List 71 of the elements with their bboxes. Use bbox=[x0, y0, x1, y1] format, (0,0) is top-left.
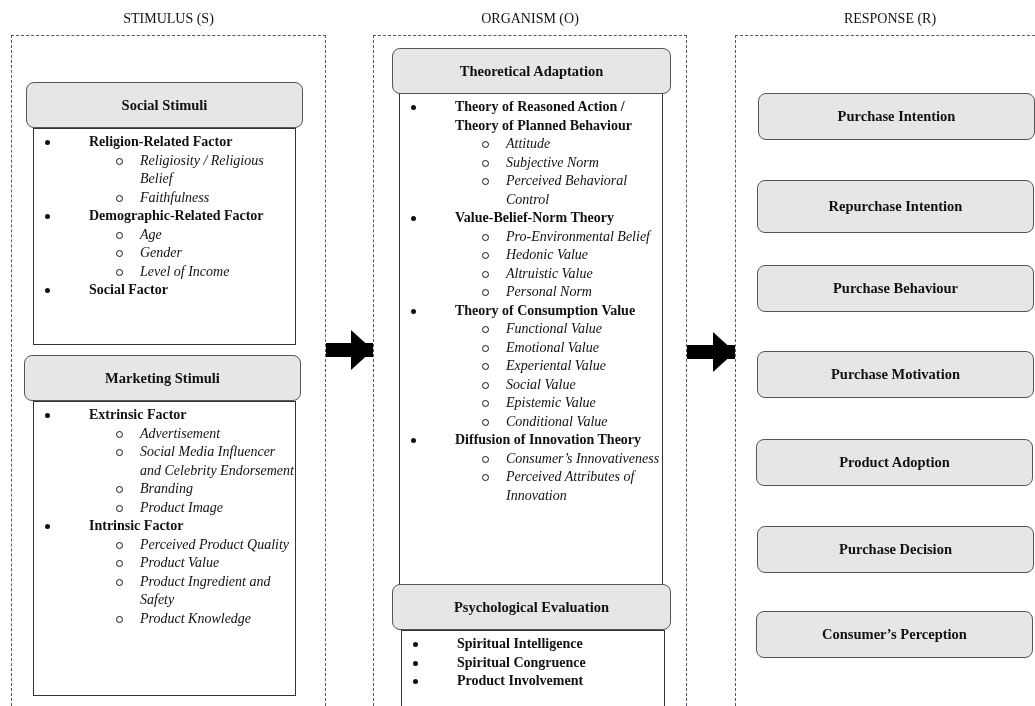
factor-list-box bbox=[401, 630, 665, 706]
category-header bbox=[24, 355, 301, 401]
list-item: Perceived Product Quality bbox=[140, 535, 290, 554]
list-item: Social Value bbox=[506, 375, 576, 394]
block-arrow bbox=[687, 332, 735, 372]
list-item: Functional Value bbox=[506, 320, 603, 338]
list-item: Epistemic Value bbox=[506, 394, 596, 412]
category-header bbox=[392, 584, 671, 630]
response-box bbox=[756, 611, 1033, 658]
list-item: Intrinsic Factor bbox=[89, 517, 184, 535]
header-text: Purchase Intention bbox=[837, 108, 956, 125]
header-text: Purchase Motivation bbox=[831, 366, 960, 383]
header-text: Product Adoption bbox=[839, 454, 950, 471]
block-arrow bbox=[326, 330, 373, 370]
list-item: Perceived Behavioral Control bbox=[506, 172, 629, 209]
list-item: Demographic-Related Factor bbox=[89, 207, 264, 225]
header-text: Purchase Decision bbox=[839, 541, 952, 558]
response-box bbox=[758, 93, 1035, 140]
list-item: Attitude bbox=[506, 135, 551, 153]
list-item: Social Media Influencer and Celebrity Endorsement bbox=[140, 443, 295, 480]
header-text: Theoretical Adaptation bbox=[459, 62, 604, 80]
factor-list-box bbox=[33, 128, 296, 345]
category-header bbox=[392, 48, 671, 94]
response-box bbox=[757, 265, 1034, 312]
list-item: Hedonic Value bbox=[506, 246, 589, 264]
panel-title: RESPONSE (R) bbox=[842, 11, 938, 27]
list-item: Value-Belief-Norm Theory bbox=[455, 209, 615, 227]
response-box bbox=[757, 351, 1034, 398]
response-box bbox=[757, 180, 1034, 233]
list-item: Advertisement bbox=[140, 424, 221, 443]
list-item: Altruistic Value bbox=[506, 264, 593, 283]
list-item: Theory of Reasoned Action / Theory of Planned Behaviour bbox=[455, 98, 633, 135]
list-item: Product Involvement bbox=[457, 672, 584, 690]
list-item: Spiritual Intelligence bbox=[457, 635, 583, 653]
list-item: Product Knowledge bbox=[140, 609, 252, 628]
list-item: Product Value bbox=[140, 554, 220, 572]
header-text: Repurchase Intention bbox=[828, 198, 963, 215]
category-header bbox=[26, 82, 303, 128]
list-item: Faithfulness bbox=[140, 188, 210, 207]
factor-list-box bbox=[33, 401, 296, 696]
list-item: Perceived Attributes of Innovation bbox=[506, 468, 637, 505]
list-item: Product Image bbox=[140, 498, 224, 517]
list-item: Religiosity / Religious Belief bbox=[140, 151, 265, 188]
response-box bbox=[757, 526, 1034, 573]
list-item: Pro-Environmental Belief bbox=[506, 227, 650, 246]
list-item: Branding bbox=[140, 480, 193, 498]
list-item: Spiritual Congruence bbox=[457, 653, 586, 672]
list-item: Age bbox=[140, 225, 162, 244]
list-item: Experiental Value bbox=[506, 357, 606, 375]
header-text: Marketing Stimuli bbox=[105, 369, 220, 387]
list-item: Conditional Value bbox=[506, 412, 608, 431]
panel-title: ORGANISM (O) bbox=[480, 11, 580, 27]
list-item: Theory of Consumption Value bbox=[455, 301, 636, 320]
list-item: Religion-Related Factor bbox=[89, 133, 233, 151]
list-item: Social Factor bbox=[89, 281, 168, 299]
list-item: Subjective Norm bbox=[506, 153, 599, 172]
header-text: Psychological Evaluation bbox=[453, 598, 610, 616]
list-item: Extrinsic Factor bbox=[89, 406, 187, 424]
list-item: Consumer’s Innovativeness bbox=[506, 449, 660, 468]
header-text: Consumer’s Perception bbox=[822, 626, 967, 643]
panel-title: STIMULUS (S) bbox=[122, 11, 215, 27]
response-box bbox=[756, 439, 1033, 486]
list-item: Gender bbox=[140, 244, 182, 262]
header-text: Social Stimuli bbox=[121, 96, 208, 114]
header-text: Purchase Behaviour bbox=[833, 280, 958, 297]
list-item: Level of Income bbox=[140, 262, 230, 281]
list-item: Product Ingredient and Safety bbox=[140, 572, 272, 609]
list-item: Emotional Value bbox=[506, 338, 599, 357]
list-item: Diffusion of Innovation Theory bbox=[455, 431, 642, 449]
theory-list-box bbox=[399, 93, 663, 586]
list-item: Personal Norm bbox=[506, 283, 592, 301]
